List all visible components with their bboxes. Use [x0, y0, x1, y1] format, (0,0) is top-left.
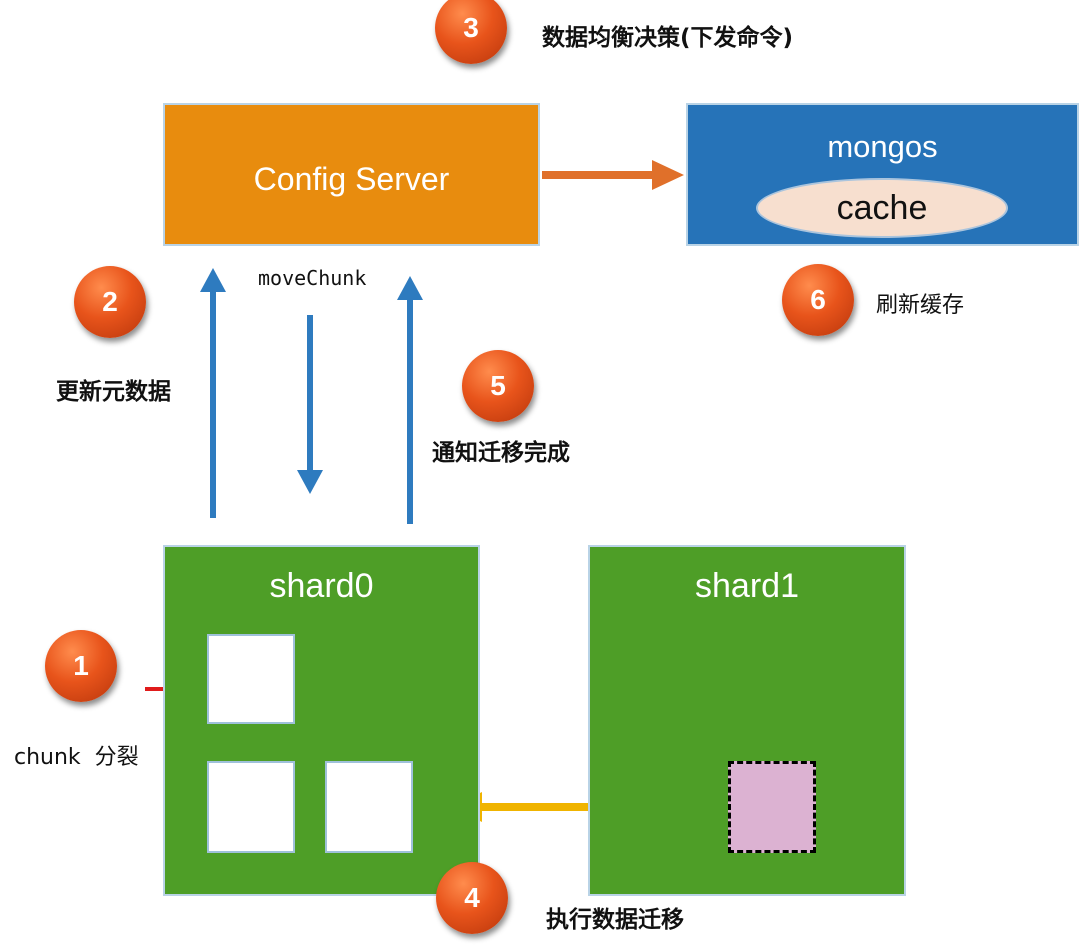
notify-complete-arrow	[397, 276, 423, 524]
move-chunk-arrow	[297, 315, 323, 494]
mongos-node: mongos cache	[686, 103, 1079, 246]
update-metadata-arrow	[200, 268, 226, 518]
step-5-badge: 5	[462, 350, 534, 422]
step-1-label: chunk 分裂	[14, 745, 139, 770]
mongos-label: mongos	[827, 129, 938, 164]
step-3-label: 数据均衡决策(下发命令)	[542, 25, 794, 51]
chunk-split-source	[207, 634, 295, 724]
config-server-node: Config Server	[163, 103, 540, 246]
step-4-badge: 4	[436, 862, 508, 934]
step-3-badge: 3	[435, 0, 507, 64]
move-chunk-label: moveChunk	[258, 266, 367, 290]
step-4-label: 执行数据迁移	[546, 907, 684, 933]
cache-ellipse: cache	[756, 178, 1008, 238]
step-6-badge: 6	[782, 264, 854, 336]
cache-label: cache	[836, 188, 928, 227]
config-server-label: Config Server	[253, 161, 450, 197]
shard0-label: shard0	[269, 567, 374, 605]
chunk	[207, 761, 295, 853]
step-2-badge: 2	[74, 266, 146, 338]
migrated-chunk	[728, 761, 816, 853]
chunk-migrating	[325, 761, 413, 853]
step-6-label: 刷新缓存	[876, 293, 965, 318]
shard1-label: shard1	[695, 567, 799, 605]
step-1-badge: 1	[45, 630, 117, 702]
step-5-label: 通知迁移完成	[432, 440, 570, 466]
config-to-mongos-arrow	[542, 160, 684, 190]
shard1-node: shard1	[588, 545, 906, 896]
step-2-label: 更新元数据	[56, 379, 171, 405]
shard0-node: shard0	[163, 545, 480, 896]
